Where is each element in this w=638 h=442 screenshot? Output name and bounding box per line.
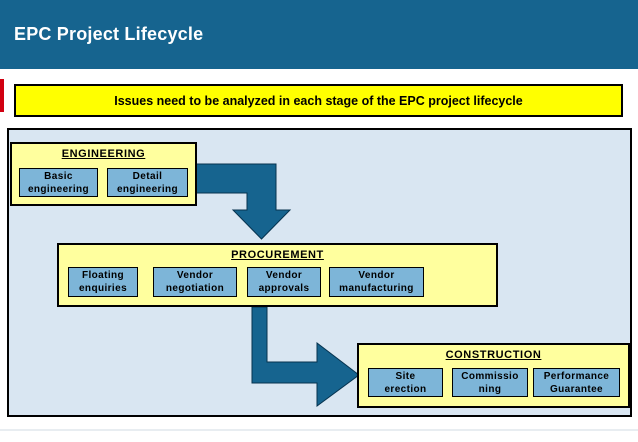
footer-divider xyxy=(0,429,638,431)
title-bar: EPC Project Lifecycle xyxy=(0,0,638,69)
substep-label-line: Vendor xyxy=(265,270,303,281)
substep-site-erection: Site erection xyxy=(368,368,443,397)
stage-construction: CONSTRUCTION Site erection Commissio nin… xyxy=(357,343,630,408)
substep-vendor-negotiation: Vendor negotiation xyxy=(153,267,237,297)
substep-label-line: Basic xyxy=(44,170,73,182)
substep-basic-engineering: Basic engineering xyxy=(19,168,98,197)
stage-procurement-title: PROCUREMENT xyxy=(231,249,324,261)
substep-label-line: Detail xyxy=(132,170,163,182)
substep-label-line: manufacturing xyxy=(339,283,414,294)
stage-engineering-title: ENGINEERING xyxy=(61,148,146,160)
lifecycle-diagram: ENGINEERING Basic engineering Detail eng… xyxy=(7,128,632,417)
substep-performance-guarantee: Performance Guarantee xyxy=(533,368,620,397)
substep-label-line: engineering xyxy=(116,183,179,195)
substep-label-line: ning xyxy=(478,383,502,395)
substep-vendor-manufacturing: Vendor manufacturing xyxy=(329,267,424,297)
substep-label-line: engineering xyxy=(27,183,90,195)
substep-label-line: negotiation xyxy=(165,283,225,294)
substep-label-line: Floating xyxy=(81,270,125,281)
key-message-text: Issues need to be analyzed in each stage… xyxy=(114,93,523,108)
red-accent-stripe xyxy=(0,79,4,112)
substep-floating-enquiries: Floating enquiries xyxy=(68,267,138,297)
substep-label-line: Commissio xyxy=(461,370,519,382)
key-message-banner: Issues need to be analyzed in each stage… xyxy=(14,84,623,117)
substep-label-line: Guarantee xyxy=(549,383,604,395)
stage-procurement: PROCUREMENT Floating enquiries Vendor ne… xyxy=(57,243,498,307)
substep-label-line: approvals xyxy=(258,283,310,294)
stage-construction-title: CONSTRUCTION xyxy=(445,349,542,361)
substep-label-line: enquiries xyxy=(78,283,128,294)
substep-label-line: erection xyxy=(384,383,427,395)
stage-engineering: ENGINEERING Basic engineering Detail eng… xyxy=(10,142,197,206)
substep-label-line: Site xyxy=(395,370,416,382)
substep-label-line: Performance xyxy=(543,370,610,382)
substep-vendor-approvals: Vendor approvals xyxy=(247,267,321,297)
slide-title: EPC Project Lifecycle xyxy=(14,24,204,44)
substep-commissioning: Commissio ning xyxy=(452,368,528,397)
substep-label-line: Vendor xyxy=(358,270,395,281)
substep-detail-engineering: Detail engineering xyxy=(107,168,188,197)
substep-label-line: Vendor xyxy=(176,270,214,281)
